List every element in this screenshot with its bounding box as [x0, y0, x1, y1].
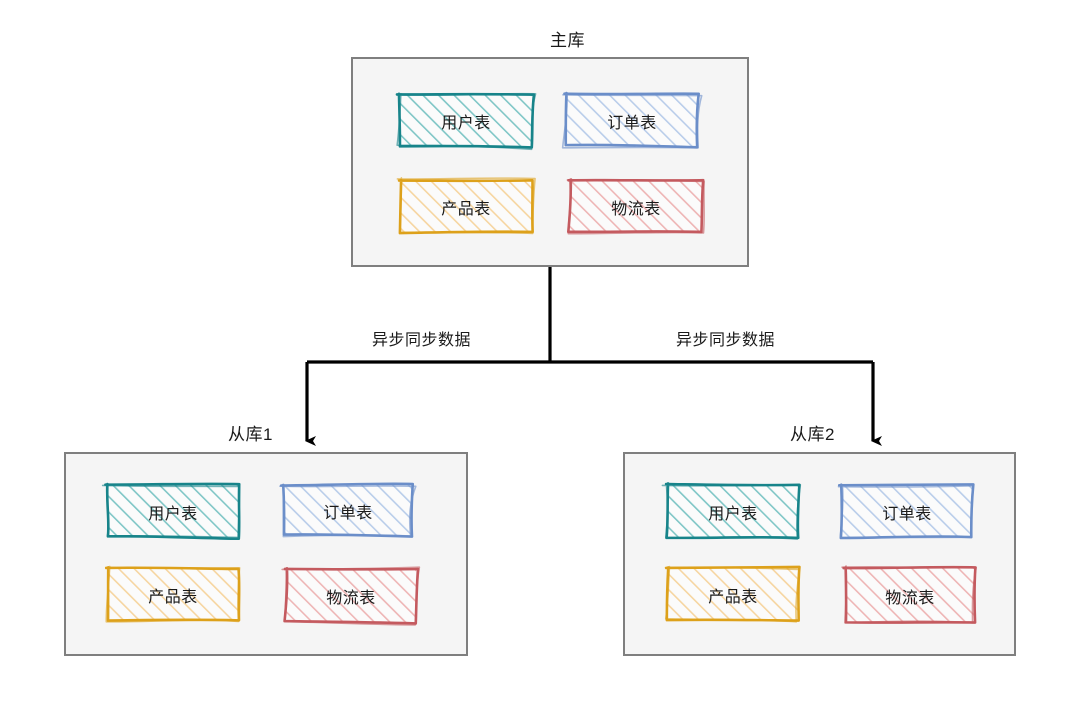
table-sketch-border	[661, 483, 802, 540]
table-hatch-fill	[842, 485, 972, 537]
container-rect	[351, 57, 749, 267]
database-title-slave1: 从库1	[228, 425, 273, 444]
table-hatch-fill	[108, 568, 238, 620]
table-hatch-fill	[286, 568, 416, 622]
table-box[interactable]	[395, 92, 537, 151]
table-box[interactable]	[561, 91, 703, 149]
table-box[interactable]	[661, 482, 802, 540]
database-boxes	[64, 57, 1016, 656]
table-hatch-fill	[108, 485, 238, 537]
table-box[interactable]	[664, 565, 801, 623]
table-sketch-border	[837, 484, 974, 539]
table-box[interactable]	[396, 176, 536, 235]
table-box[interactable]	[104, 565, 241, 623]
table-box[interactable]	[841, 565, 978, 624]
database-container-slave1[interactable]	[64, 452, 468, 656]
table-hatch-fill	[400, 180, 532, 232]
table-hatch-fill	[566, 94, 698, 146]
database-title-master: 主库	[550, 31, 585, 50]
table-sketch-border	[566, 177, 705, 235]
edge-label-master-to-slave2: 异步同步数据	[676, 332, 776, 349]
table-hatch-fill	[846, 568, 974, 622]
table-sketch-border	[101, 483, 241, 539]
table-box[interactable]	[566, 177, 705, 235]
database-container-slave2[interactable]	[623, 452, 1016, 656]
table-sketch-border	[279, 484, 417, 538]
database-container-master[interactable]	[351, 57, 749, 267]
table-hatch-fill	[668, 485, 798, 537]
table-sketch-border	[281, 566, 421, 626]
table-sketch-border	[664, 565, 800, 623]
table-sketch-border	[396, 92, 537, 151]
table-hatch-fill	[284, 485, 412, 535]
table-hatch-fill	[570, 180, 702, 232]
table-sketch-border	[104, 565, 241, 623]
table-sketch-border	[396, 176, 536, 235]
replication-connectors	[305, 266, 882, 446]
table-box[interactable]	[837, 483, 975, 540]
edge-label-master-to-slave1: 异步同步数据	[372, 332, 472, 349]
table-hatch-fill	[668, 568, 798, 620]
table-sketch-border	[841, 565, 978, 624]
table-box[interactable]	[281, 566, 421, 626]
table-hatch-fill	[400, 94, 532, 146]
table-box[interactable]	[279, 482, 417, 538]
table-box[interactable]	[101, 482, 241, 541]
table-sketch-border	[561, 92, 703, 149]
database-title-slave2: 从库2	[790, 425, 835, 444]
